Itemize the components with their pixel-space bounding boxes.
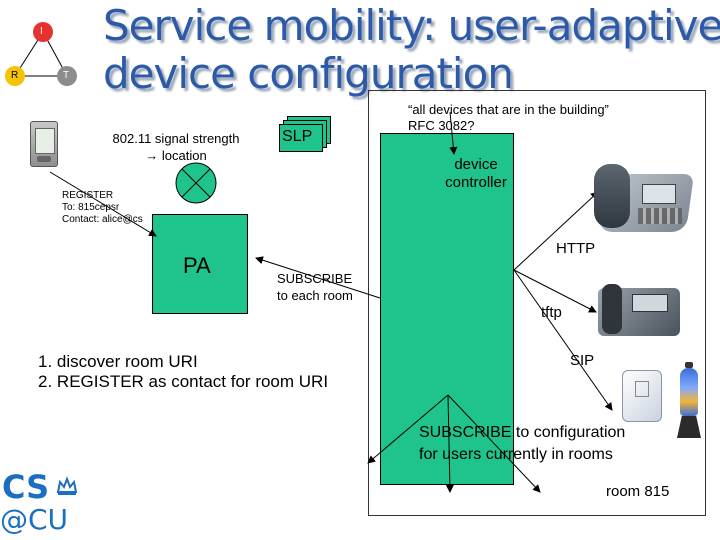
slp-label: SLP <box>282 128 313 145</box>
room-label: room 815 <box>606 483 670 500</box>
irt-letter-r: R <box>11 70 19 81</box>
step-2-text: REGISTER as contact for room URI <box>56 372 329 391</box>
building-quote: “all devices that are in the building” <box>408 102 609 117</box>
cs-logo-line-2: @CU <box>0 503 69 536</box>
adapter-device-icon <box>622 370 662 422</box>
page-title: Service mobility: user-adaptive device c… <box>103 2 720 98</box>
register-line-2: To: 815cepsr <box>62 202 120 213</box>
register-line-1: REGISTER <box>62 190 114 201</box>
http-label: HTTP <box>556 240 596 257</box>
step-item-2: 2. REGISTER as contact for room URI <box>38 372 329 391</box>
pa-box <box>152 214 248 314</box>
lava-lamp-icon <box>676 362 702 440</box>
crown-icon <box>56 476 78 496</box>
cs-cu-logo: CS @CU <box>0 470 90 540</box>
signal-strength-label: 802.11 signal strength → location <box>112 131 240 163</box>
title-line-2: device configuration <box>103 49 514 98</box>
register-block: REGISTER To: 815cepsr Contact: alice@cs <box>62 190 143 226</box>
subscribe-config-line-1: SUBSCRIBE to configuration <box>419 424 626 441</box>
irt-logo: I R T <box>0 12 90 92</box>
title-line-1: Service mobility: user-adaptive <box>103 1 720 50</box>
desk-phone-icon <box>594 160 698 238</box>
sip-label: SIP <box>570 352 595 369</box>
steps-list: 1. discover room URI 2. REGISTER as cont… <box>38 352 328 392</box>
subscribe-room-line-1: SUBSCRIBE <box>277 271 353 286</box>
cs-logo-line-1: CS <box>2 468 50 506</box>
subscribe-config-line-2: for users currently in rooms <box>419 446 613 463</box>
slp-box-front <box>279 124 323 152</box>
irt-letter-i: I <box>40 26 43 37</box>
pa-label: PA <box>183 253 211 278</box>
subscribe-room-line-2: to each room <box>277 288 353 303</box>
subscribe-room-label: SUBSCRIBE to each room <box>277 270 353 304</box>
subscribe-config-label: SUBSCRIBE to configuration for users cur… <box>419 422 625 466</box>
step-1-text: discover room URI <box>56 352 198 371</box>
pda-icon <box>30 121 58 167</box>
irt-letter-t: T <box>63 70 70 81</box>
room-box <box>368 90 706 516</box>
tftp-label: tftp <box>541 304 562 321</box>
device-controller-box <box>380 133 514 485</box>
ip-phone-icon <box>598 282 680 338</box>
device-controller-label: device controller <box>445 156 507 191</box>
register-line-3: Contact: alice@cs <box>62 214 143 225</box>
step-item-1: 1. discover room URI <box>38 352 198 371</box>
irt-logo-lines <box>5 22 77 86</box>
rfc-label: RFC 3082? <box>408 118 475 133</box>
